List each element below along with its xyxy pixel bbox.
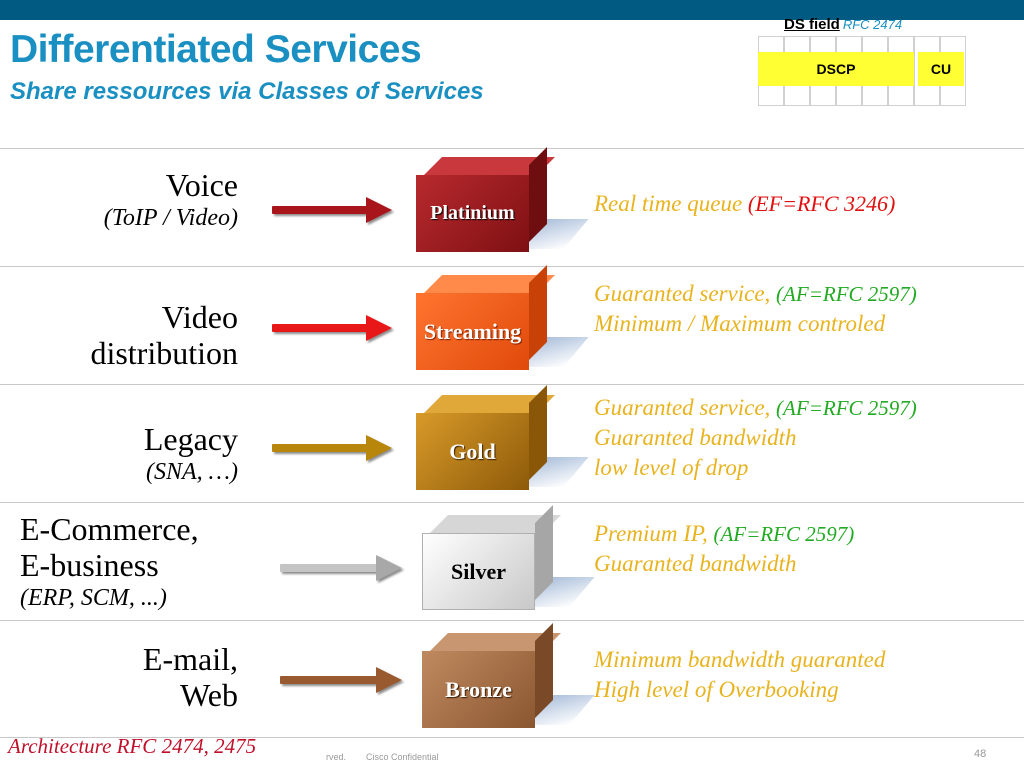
row-label-sub: (ToIP / Video)	[103, 205, 238, 231]
class-box-gold: Gold	[416, 385, 589, 490]
top-bar	[0, 0, 1024, 20]
arrow-icon	[280, 555, 404, 581]
desc-text: Real time queue	[594, 191, 748, 216]
desc-text: Guaranted service,	[594, 395, 777, 420]
desc-text: Minimum bandwidth guaranted	[594, 647, 886, 672]
ds-field-rfc: RFC 2474	[842, 17, 903, 32]
desc-text: High level of Overbooking	[594, 677, 839, 702]
desc-rfc: (AF=RFC 2597)	[776, 396, 917, 420]
desc-rfc: (AF=RFC 2597)	[713, 522, 855, 546]
dscp-band: DSCP	[758, 52, 914, 86]
desc-text: low level of drop	[594, 455, 749, 480]
footer-confidential: Cisco Confidential	[366, 752, 439, 762]
footer-reserved: rved.	[326, 752, 347, 762]
row-label-line: E-business	[20, 547, 159, 583]
row-label: E-mail, Web	[143, 641, 238, 713]
desc-rfc: (AF=RFC 2597)	[776, 282, 917, 306]
desc-text: Minimum / Maximum controled	[594, 311, 886, 336]
desc-text: Guaranted bandwidth	[594, 425, 797, 450]
desc-text: Premium IP,	[594, 521, 714, 546]
row-label: Video distribution	[90, 299, 238, 371]
page-subtitle: Share ressources via Classes of Services	[10, 78, 484, 105]
page-number: 48	[974, 748, 987, 760]
service-row-ecommerce: E-Commerce, E-business (ERP, SCM, ...) S…	[0, 502, 1024, 620]
row-label-line: Video	[161, 299, 238, 335]
desc-rfc: (EF=RFC 3246)	[747, 191, 896, 216]
class-label: Platinium	[416, 175, 529, 252]
class-label: Bronze	[422, 651, 535, 728]
class-box-streaming: Streaming	[416, 265, 589, 370]
row-label-line: distribution	[90, 335, 238, 371]
class-box-bronze: Bronze	[422, 623, 595, 728]
arrow-icon	[280, 667, 404, 693]
row-label: E-Commerce, E-business (ERP, SCM, ...)	[20, 511, 199, 613]
class-box-platinium: Platinium	[416, 147, 589, 252]
page-title: Differentiated Services	[10, 28, 422, 71]
desc-text: Guaranted bandwidth	[594, 551, 797, 576]
row-label-sub: (ERP, SCM, ...)	[20, 585, 167, 611]
row-label-line: E-Commerce,	[20, 511, 199, 547]
row-description: Premium IP, (AF=RFC 2597) Guaranted band…	[594, 519, 854, 579]
class-label: Streaming	[416, 293, 529, 370]
row-label: Voice (ToIP / Video)	[104, 167, 238, 233]
class-label: Gold	[416, 413, 529, 490]
arrow-icon	[272, 197, 392, 223]
row-label: Legacy (SNA, …)	[144, 421, 238, 487]
row-description: Real time queue (EF=RFC 3246)	[594, 189, 895, 219]
row-label-line: E-mail,	[142, 641, 238, 677]
row-description: Minimum bandwidth guaranted High level o…	[594, 645, 885, 705]
service-row-email: E-mail, Web Bronze Minimum bandwidth gua…	[0, 620, 1024, 738]
service-row-voice: Voice (ToIP / Video) Platinium Real time…	[0, 147, 1024, 266]
arrow-icon	[272, 315, 392, 341]
ds-field-label: DS field	[784, 16, 840, 33]
row-label-line: Voice	[165, 167, 238, 203]
class-box-silver: Silver	[422, 505, 595, 610]
row-label-line: Legacy	[143, 421, 238, 457]
service-row-video: Video distribution Streaming Guaranted s…	[0, 265, 1024, 384]
row-label-line: Web	[180, 677, 238, 713]
arrow-icon	[272, 435, 392, 461]
service-row-legacy: Legacy (SNA, …) Gold Guaranted service, …	[0, 384, 1024, 502]
row-description: Guaranted service, (AF=RFC 2597) Guarant…	[594, 393, 917, 483]
class-label: Silver	[422, 533, 535, 610]
row-label-sub: (SNA, …)	[146, 459, 238, 485]
cu-band: CU	[918, 52, 964, 86]
desc-text: Guaranted service,	[594, 281, 777, 306]
architecture-note: Architecture RFC 2474, 2475	[8, 734, 257, 758]
row-description: Guaranted service, (AF=RFC 2597) Minimum…	[594, 279, 917, 339]
ds-field-diagram: DSCP CU	[758, 36, 966, 106]
